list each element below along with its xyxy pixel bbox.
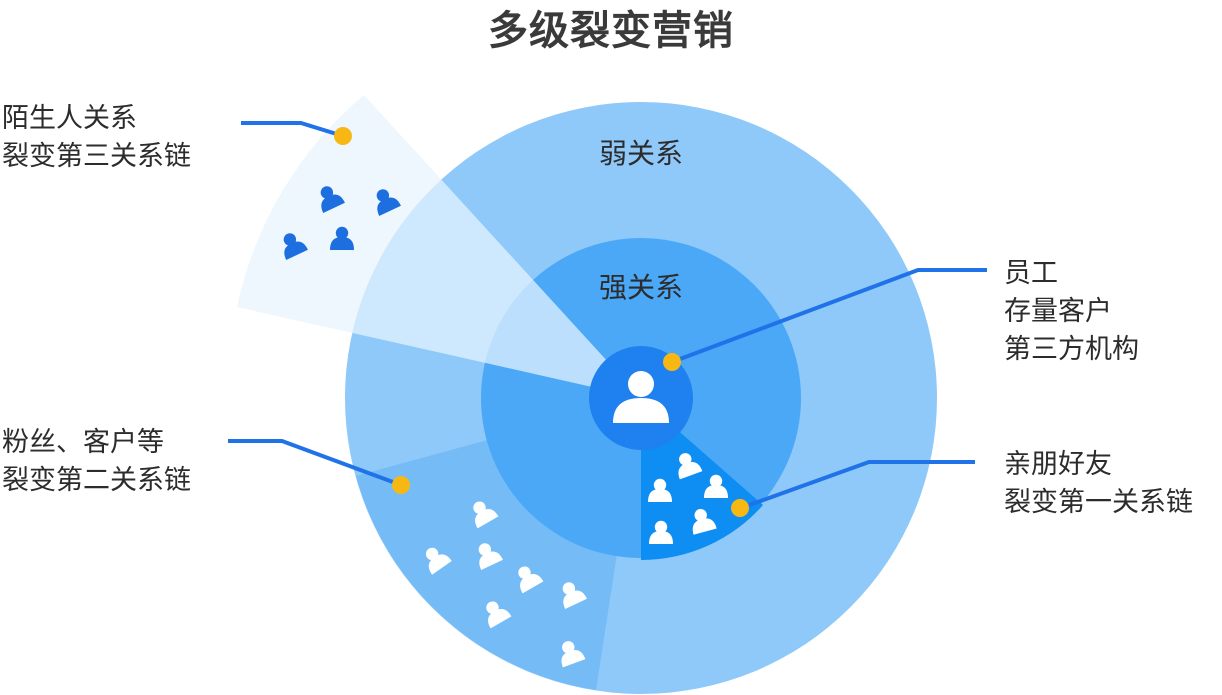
- first-dot: [731, 499, 749, 517]
- diagram-title: 多级裂变营销: [488, 8, 734, 54]
- center-user-icon: [613, 371, 669, 423]
- core-line-2: 存量客户: [1004, 296, 1112, 327]
- second-chain-line-1: 粉丝、客户等: [2, 427, 164, 458]
- core-line-3: 第三方机构: [1004, 334, 1139, 365]
- second-connector: [228, 439, 402, 487]
- second-dot: [392, 476, 410, 494]
- third-chain-wedge: [237, 95, 641, 398]
- core-callout: 员工 存量客户 第三方机构: [1004, 255, 1139, 369]
- first-chain-line-1: 亲朋好友: [1004, 449, 1112, 480]
- third-chain-line-1: 陌生人关系: [2, 103, 137, 134]
- first-chain-callout: 亲朋好友 裂变第一关系链: [1004, 446, 1193, 522]
- third-connector: [241, 121, 344, 138]
- core-dot: [663, 353, 681, 371]
- connector-dots: [334, 127, 749, 517]
- second-chain-line-2: 裂变第二关系链: [2, 465, 191, 496]
- second-chain-callout: 粉丝、客户等 裂变第二关系链: [2, 424, 191, 500]
- first-connector: [740, 460, 975, 510]
- strong-relation-label: 强关系: [599, 271, 683, 304]
- weak-relation-label: 弱关系: [599, 137, 683, 170]
- third-dot: [334, 127, 352, 145]
- third-chain-line-2: 裂变第三关系链: [2, 141, 191, 172]
- core-line-1: 员工: [1004, 258, 1058, 289]
- third-chain-callout: 陌生人关系 裂变第三关系链: [2, 100, 191, 176]
- connector-lines: [228, 121, 987, 510]
- core-connector: [671, 268, 987, 364]
- first-chain-line-2: 裂变第一关系链: [1004, 487, 1193, 518]
